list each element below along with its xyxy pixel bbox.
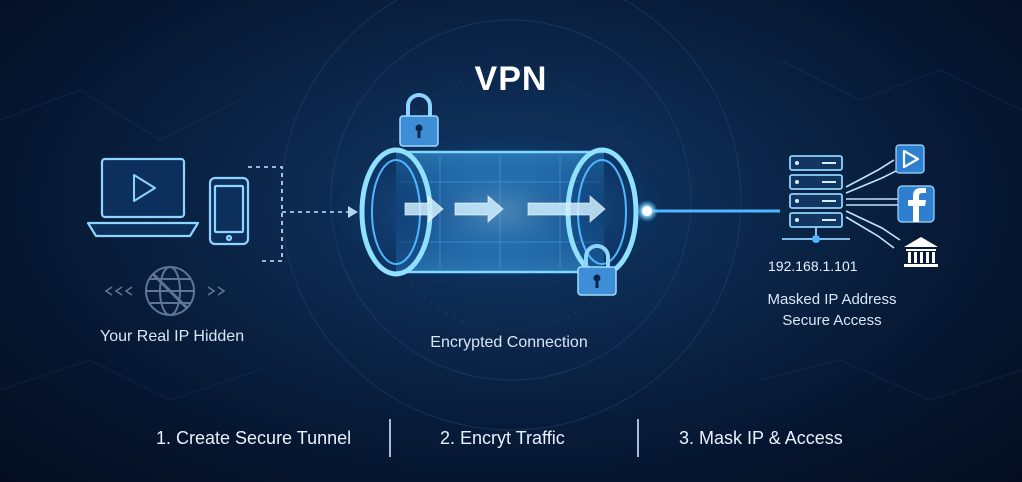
device-connector [248, 166, 348, 262]
padlock-icon [577, 244, 617, 296]
service-connectors [845, 159, 901, 249]
padlock-icon [399, 93, 439, 147]
step-divider [637, 419, 639, 457]
play-icon [895, 144, 925, 174]
step-label-3: 3. Mask IP & Access [679, 428, 843, 448]
laptop-icon [86, 157, 200, 238]
diagram-title: VPN [474, 60, 548, 98]
encrypted-connection-caption: Encrypted Connection [430, 334, 588, 351]
smartphone-icon [208, 176, 250, 246]
masked-ip-caption: Masked IP Address [767, 291, 897, 308]
real-ip-hidden-caption: Your Real IP Hidden [100, 328, 245, 345]
secure-access-caption: Secure Access [782, 312, 882, 329]
background-network [0, 59, 1022, 401]
facebook-icon [897, 185, 935, 223]
step-label-2: 2. Encryt Traffic [440, 428, 565, 448]
blocked-globe-icon [104, 266, 226, 316]
traffic-arrows [404, 194, 606, 224]
step-divider [389, 419, 391, 457]
bank-icon [904, 237, 938, 267]
server-rack-icon [782, 155, 850, 243]
connection-node-core [642, 206, 652, 216]
step-label-1: 1. Create Secure Tunnel [156, 428, 352, 448]
server-ip-address: 192.168.1.101 [768, 258, 858, 274]
